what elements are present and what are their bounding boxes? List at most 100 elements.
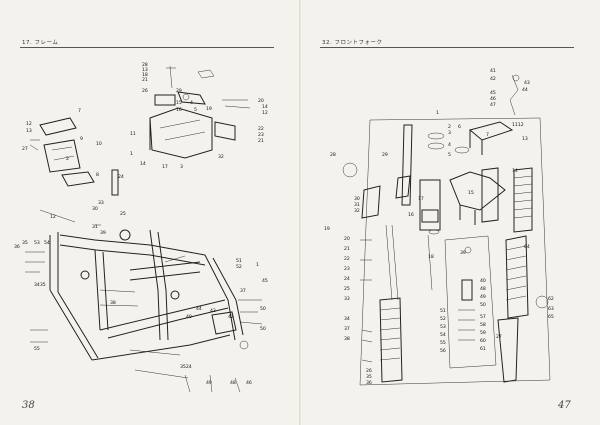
callout-label: 19 (324, 226, 330, 232)
callout-label: 10 (96, 141, 102, 147)
callout-label: 12 (262, 110, 268, 116)
callout-label: 19 (206, 106, 212, 112)
callout-label: 42 (490, 76, 496, 82)
callout-label: 50 (260, 326, 266, 332)
callout-label: 27 (22, 146, 28, 152)
callout-label: 57 (480, 314, 486, 320)
callout-label: 7 (78, 108, 81, 114)
left-page-number: 38 (22, 400, 35, 411)
callout-label: 37 (240, 288, 246, 294)
callout-label: 45 (490, 90, 496, 96)
fork-left-group (342, 124, 441, 383)
main-frame (25, 209, 263, 393)
callout-label: 31 (354, 202, 360, 208)
callout-label: 55 (440, 340, 446, 346)
callout-label: 31 (92, 224, 98, 230)
callout-label: 53 (440, 324, 446, 330)
callout-label: 60 (480, 338, 486, 344)
callout-label: 3 (180, 164, 183, 170)
callout-label: 14 (262, 104, 268, 110)
callout-label: 51 (440, 308, 446, 314)
callout-label: 22 (258, 126, 264, 132)
callout-label: 37 (344, 326, 350, 332)
callout-label: 44 (522, 87, 528, 93)
tray-group (29, 117, 119, 196)
callout-label: 53 (34, 240, 40, 246)
callout-label: 38 (344, 336, 350, 342)
callout-label: 52 (440, 316, 446, 322)
callout-label: 14 (512, 168, 518, 174)
callout-label: 28 (142, 62, 148, 68)
callout-label: 35 (366, 374, 372, 380)
callout-label: 9 (80, 136, 83, 142)
damper-group (444, 235, 497, 369)
callout-label: 40 (480, 278, 486, 284)
callout-label: 36 (14, 244, 20, 250)
callout-label: 20 (344, 236, 350, 242)
callout-label: 3 (448, 130, 451, 136)
callout-label: 7 (486, 132, 489, 138)
right-callouts: 41 42 43 44 45 46 47 1 2 3 4 5 6 7 1112 … (324, 68, 554, 386)
callout-label: 2 (448, 124, 451, 130)
callout-label: 21 (344, 246, 350, 252)
callout-label: 15 (468, 190, 474, 196)
callout-label: 62 (548, 296, 554, 302)
callout-label: 4 (190, 100, 193, 106)
callout-label: 59 (480, 330, 486, 336)
stem-group (427, 74, 520, 155)
callout-label: 38 (110, 300, 116, 306)
callout-label: 29 (382, 152, 388, 158)
callout-label: 8 (96, 172, 99, 178)
callout-label: 45 (262, 278, 268, 284)
callout-label: 54 (44, 240, 50, 246)
callout-label: 23 (258, 132, 264, 138)
right-page-number: 47 (558, 400, 571, 411)
callout-label: 36 (366, 380, 372, 386)
callout-label: 32 (354, 208, 360, 214)
right-page: 32. フロントフォーク (300, 0, 600, 425)
callout-label: 50 (260, 306, 266, 312)
callout-label: 25 (120, 211, 126, 217)
callout-label: 22 (344, 256, 350, 262)
callout-label: 43 (524, 80, 530, 86)
callout-label: 41 (490, 68, 496, 74)
callout-label: 35 (22, 240, 28, 246)
callout-label: 65 (548, 314, 554, 320)
callout-label: 13 (142, 67, 148, 73)
callout-label: 58 (480, 322, 486, 328)
callout-label: 16 (176, 107, 182, 113)
callout-label: 56 (440, 348, 446, 354)
left-page-header: 17. フレーム (22, 40, 59, 46)
callout-label: 55 (34, 346, 40, 352)
callout-label: 42 (228, 314, 234, 320)
callout-label: 3524 (180, 364, 192, 370)
callout-label: 49 (480, 294, 486, 300)
callout-label: 51 (236, 258, 242, 264)
left-page: 17. フレーム (14, 40, 274, 411)
callout-label: 30 (354, 196, 360, 202)
fork-right-group (497, 167, 549, 383)
callout-label: 46 (490, 96, 496, 102)
callout-label: 20 (258, 98, 264, 104)
callout-label: 29 (176, 88, 182, 94)
callout-label: 39 (460, 250, 466, 256)
callout-label: 48 (230, 380, 236, 386)
callout-label: 39 (100, 230, 106, 236)
crown-group (449, 167, 506, 225)
callout-label: 27 (496, 334, 502, 340)
callout-label: 28 (330, 152, 336, 158)
callout-label: 5 (448, 152, 451, 158)
right-page-header: 32. フロントフォーク (322, 40, 383, 46)
callout-label: 46 (246, 380, 252, 386)
left-callouts: 28 13 18 21 26 29 15 16 4 5 19 20 14 12 … (14, 62, 268, 386)
callout-label: 18 (142, 72, 148, 78)
frame-exploded-diagram: 28 13 18 21 26 29 15 16 4 5 19 20 14 12 … (14, 62, 268, 393)
callout-label: 1112 (512, 122, 524, 128)
callout-label: 13 (522, 136, 528, 142)
assembly-box (359, 117, 551, 386)
callout-label: 2 (66, 156, 69, 162)
callout-label: 13 (26, 128, 32, 134)
callout-label: 18 (428, 254, 434, 260)
callout-label: 44 (196, 306, 202, 312)
